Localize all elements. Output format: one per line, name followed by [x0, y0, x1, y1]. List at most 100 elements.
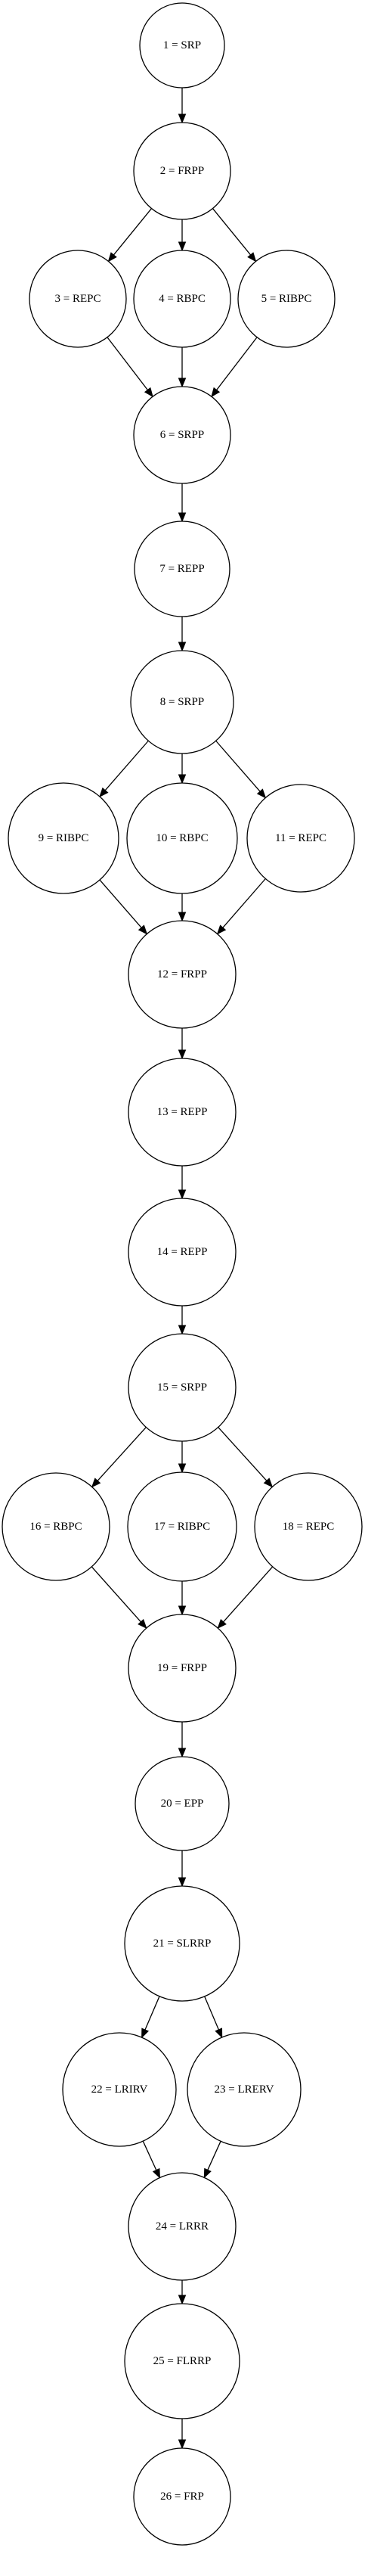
arrowhead-icon	[99, 787, 109, 797]
node-1: 1 = SRP	[139, 2, 225, 89]
arrowhead-icon	[178, 1877, 187, 1888]
edge-15-18	[218, 1427, 274, 1488]
edge-8-10	[178, 754, 187, 785]
node-8: 8 = SRPP	[130, 650, 234, 754]
node-20: 20 = EPP	[135, 1756, 230, 1851]
node-circle	[2, 1472, 110, 1581]
arrowhead-icon	[178, 241, 187, 252]
node-label: 10 = RBPC	[156, 832, 208, 844]
arrowhead-icon	[138, 924, 148, 935]
edge-10-12	[178, 893, 187, 922]
node-circle	[128, 1058, 237, 1167]
node-label: 18 = REPC	[283, 1521, 334, 1533]
arrowhead-icon	[178, 774, 187, 785]
node-circle	[135, 1756, 230, 1851]
arrowhead-icon	[178, 1463, 187, 1474]
node-label: 19 = FRPP	[157, 1662, 207, 1674]
node-label: 24 = LRRR	[156, 2220, 209, 2233]
node-3: 3 = REPC	[29, 250, 127, 348]
arrowhead-icon	[141, 2028, 149, 2039]
edge-line	[107, 337, 148, 390]
arrowhead-icon	[178, 1049, 187, 1060]
node-circle	[187, 2032, 302, 2147]
edge-2-4	[178, 219, 187, 252]
edge-line	[204, 1996, 219, 2031]
edge-21-23	[204, 1996, 223, 2039]
arrowhead-icon	[107, 252, 117, 263]
node-circle	[128, 2172, 237, 2281]
edge-9-12	[99, 879, 148, 935]
arrowhead-icon	[211, 387, 221, 398]
node-circle	[128, 1614, 237, 1723]
node-circle	[127, 1471, 237, 1582]
node-label: 3 = REPC	[55, 293, 101, 305]
node-label: 13 = REPP	[157, 1106, 208, 1118]
node-label: 14 = REPP	[157, 1246, 208, 1258]
node-label: 12 = FRPP	[157, 968, 207, 980]
node-circle	[133, 386, 231, 484]
edge-line	[97, 1427, 147, 1481]
node-16: 16 = RBPC	[2, 1472, 110, 1581]
edge-line	[144, 1996, 160, 2031]
node-label: 8 = SRPP	[160, 696, 205, 708]
node-11: 11 = REPC	[246, 784, 355, 893]
node-label: 6 = SRPP	[160, 429, 205, 441]
node-2: 2 = FRPP	[133, 122, 231, 220]
edge-line	[215, 740, 261, 792]
node-15: 15 = SRPP	[128, 1333, 237, 1442]
edge-16-19	[91, 1566, 147, 1630]
node-circle	[133, 122, 231, 220]
arrowhead-icon	[178, 642, 187, 652]
edge-17-19	[178, 1581, 187, 1616]
node-13: 13 = REPP	[128, 1058, 237, 1167]
node-circle	[128, 1198, 237, 1307]
node-circle	[130, 650, 234, 754]
node-circle	[254, 1472, 363, 1581]
edge-3-6	[107, 337, 153, 398]
edge-8-11	[215, 740, 267, 799]
node-10: 10 = RBPC	[126, 782, 238, 894]
arrowhead-icon	[178, 912, 187, 922]
node-label: 2 = FRPP	[160, 165, 205, 177]
node-circle	[62, 2032, 177, 2147]
node-18: 18 = REPC	[254, 1472, 363, 1581]
arrowhead-icon	[152, 2167, 160, 2179]
node-label: 5 = RIBPC	[261, 293, 312, 305]
node-14: 14 = REPP	[128, 1198, 237, 1307]
node-17: 17 = RIBPC	[127, 1471, 237, 1582]
arrowhead-icon	[203, 2167, 212, 2179]
edge-11-12	[216, 878, 266, 935]
edge-19-20	[178, 1722, 187, 1758]
edge-line	[218, 1427, 268, 1481]
node-circle	[133, 250, 231, 348]
node-5: 5 = RIBPC	[237, 250, 336, 348]
node-circle	[124, 2303, 240, 2419]
arrowhead-icon	[178, 1748, 187, 1758]
node-label: 22 = LRIRV	[91, 2083, 148, 2096]
node-label: 25 = FLRRP	[153, 2355, 212, 2367]
arrowhead-icon	[256, 788, 267, 799]
node-label: 20 = EPP	[161, 1798, 204, 1810]
node-6: 6 = SRPP	[133, 386, 231, 484]
arrowhead-icon	[178, 1605, 187, 1616]
node-circle	[237, 250, 336, 348]
edge-5-6	[211, 337, 258, 398]
node-circle	[133, 2447, 231, 2546]
arrowhead-icon	[215, 2028, 223, 2039]
node-24: 24 = LRRR	[128, 2172, 237, 2281]
edge-line	[142, 2140, 157, 2170]
node-circle	[128, 1333, 237, 1442]
arrowhead-icon	[138, 1618, 147, 1630]
node-circle	[124, 1885, 240, 2002]
edges-layer	[91, 88, 274, 2450]
arrowhead-icon	[178, 378, 187, 388]
node-circle	[134, 520, 230, 617]
node-circle	[29, 250, 127, 348]
node-label: 15 = SRPP	[157, 1381, 207, 1394]
arrowhead-icon	[178, 1325, 187, 1335]
node-circle	[139, 2, 225, 89]
edge-2-3	[107, 208, 153, 263]
edge-1-2	[178, 88, 187, 124]
